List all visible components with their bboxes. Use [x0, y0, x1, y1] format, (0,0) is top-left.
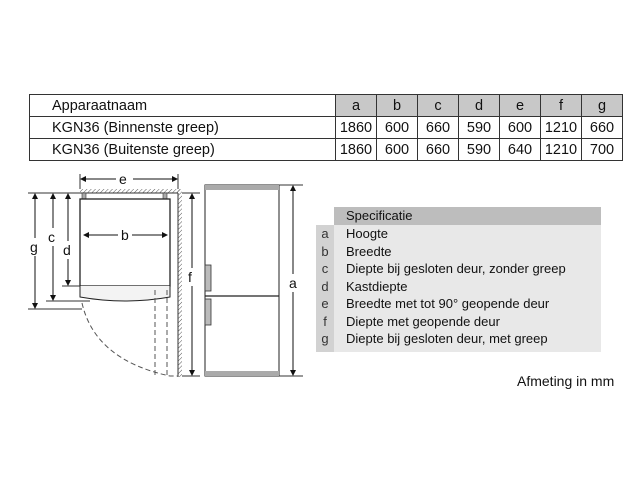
- spec-letter: e: [316, 295, 334, 313]
- spec-text: Breedte: [334, 242, 601, 260]
- spec-letter: a: [316, 225, 334, 243]
- header-cell: b: [376, 94, 418, 117]
- spec-letter: g: [316, 330, 334, 348]
- spec-letter: c: [316, 260, 334, 278]
- label-b: b: [121, 227, 129, 243]
- spec-text: Diepte met geopende deur: [334, 312, 601, 330]
- cell: 1860: [335, 138, 377, 161]
- spec-letter: b: [316, 242, 334, 260]
- header-cell: f: [540, 94, 582, 117]
- header-cell: e: [499, 94, 541, 117]
- spec-text: Breedte met tot 90° geopende deur: [334, 295, 601, 313]
- cell: 660: [417, 138, 459, 161]
- cell: 640: [499, 138, 541, 161]
- label-f: f: [188, 269, 192, 285]
- spec-text: Kastdiepte: [334, 277, 601, 295]
- label-g: g: [30, 239, 38, 255]
- spec-title: Specificatie: [334, 207, 601, 225]
- table-row: KGN36 (Binnenste greep) 1860 600 660 590…: [29, 116, 623, 139]
- table-header-row: Apparaatnaam a b c d e f g: [29, 94, 623, 117]
- cell: 700: [581, 138, 623, 161]
- header-cell: a: [335, 94, 377, 117]
- header-cell: c: [417, 94, 459, 117]
- spec-letter: d: [316, 277, 334, 295]
- front-view: a: [204, 184, 303, 377]
- spec-footer: [316, 347, 601, 352]
- table-row: KGN36 (Buitenste greep) 1860 600 660 590…: [29, 138, 623, 161]
- dimensions-table: Apparaatnaam a b c d e f g KGN36 (Binnen…: [29, 94, 623, 161]
- top-view: e b g c d f: [28, 171, 200, 377]
- spec-text: Diepte bij gesloten deur, met greep: [334, 330, 601, 348]
- cell: 1210: [540, 138, 582, 161]
- header-cell: g: [581, 94, 623, 117]
- spec-text: Hoogte: [334, 225, 601, 243]
- cell: KGN36 (Binnenste greep): [29, 116, 336, 139]
- unit-note: Afmeting in mm: [517, 373, 615, 389]
- label-e: e: [119, 171, 127, 187]
- spec-letter: f: [316, 312, 334, 330]
- label-a: a: [289, 275, 297, 291]
- cell: KGN36 (Buitenste greep): [29, 138, 336, 161]
- spec-text: Diepte bij gesloten deur, zonder greep: [334, 260, 601, 278]
- cell: 660: [417, 116, 459, 139]
- label-c: c: [48, 229, 55, 245]
- cell: 600: [376, 138, 418, 161]
- label-d: d: [63, 242, 71, 258]
